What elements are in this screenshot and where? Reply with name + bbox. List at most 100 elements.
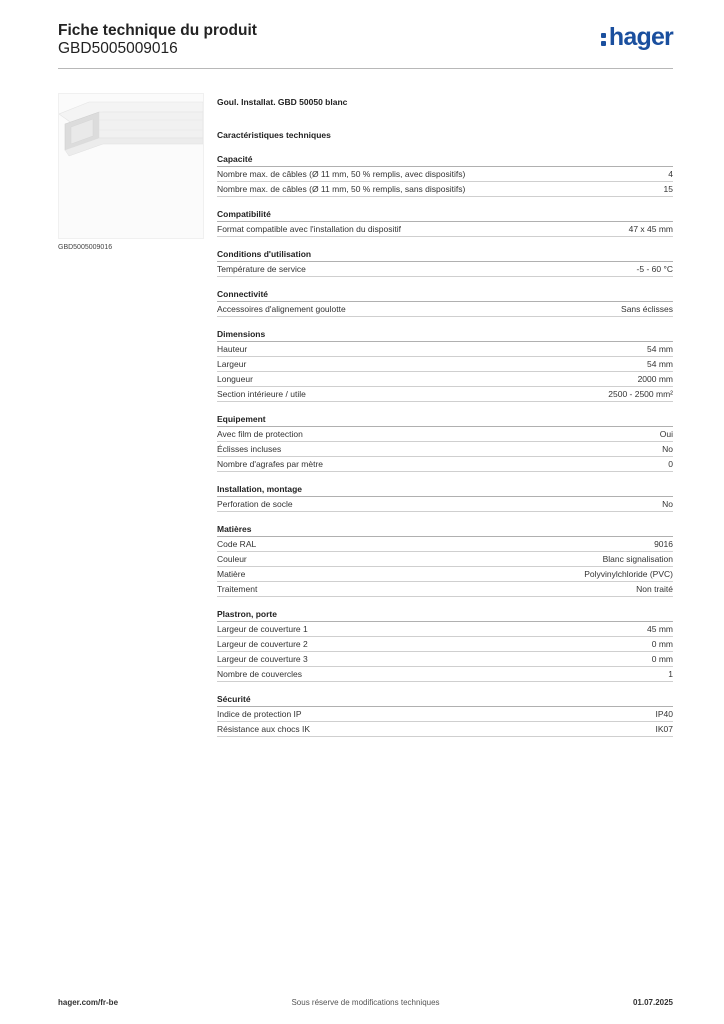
section-title: Sécurité [217, 692, 673, 707]
logo-text: hager [608, 23, 674, 51]
spec-value: 2000 mm [637, 374, 673, 384]
spec-label: Nombre max. de câbles (Ø 11 mm, 50 % rem… [217, 169, 466, 179]
spec-value: -5 - 60 °C [636, 264, 673, 274]
spec-value: IK07 [655, 724, 674, 734]
spec-label: Section intérieure / utile [217, 389, 306, 399]
logo-colon-mark [600, 26, 607, 48]
spec-label: Largeur de couverture 2 [217, 639, 308, 649]
spec-label: Avec film de protection [217, 429, 303, 439]
section-title: Capacité [217, 152, 673, 167]
spec-label: Traitement [217, 584, 258, 594]
spec-label: Nombre de couvercles [217, 669, 303, 679]
spec-label: Nombre max. de câbles (Ø 11 mm, 50 % rem… [217, 184, 466, 194]
spec-label: Matière [217, 569, 246, 579]
footer-disclaimer: Sous réserve de modifications techniques [291, 998, 440, 1007]
section-title: Installation, montage [217, 482, 673, 497]
spec-label: Éclisses incluses [217, 444, 282, 454]
spec-row: Largeur de couverture 2 0 mm [217, 637, 673, 652]
spec-row: Couleur Blanc signalisation [217, 552, 673, 567]
spec-value: 4 [668, 169, 673, 179]
spec-label: Couleur [217, 554, 247, 564]
spec-row: Hauteur 54 mm [217, 342, 673, 357]
section-title: Matières [217, 522, 673, 537]
spec-label: Largeur [217, 359, 247, 369]
section-title: Plastron, porte [217, 607, 673, 622]
spec-row: Accessoires d'alignement goulotte Sans éc… [217, 302, 673, 317]
spec-row: Traitement Non traité [217, 582, 673, 597]
spec-row: Largeur 54 mm [217, 357, 673, 372]
section-title: Equipement [217, 412, 673, 427]
spec-value: 2500 - 2500 mm² [608, 389, 673, 399]
spec-row: Nombre max. de câbles (Ø 11 mm, 50 % rem… [217, 167, 673, 182]
spec-row: Code RAL 9016 [217, 537, 673, 552]
page-title: Fiche technique du produit [58, 22, 257, 39]
spec-value: Oui [659, 429, 673, 439]
spec-row: Largeur de couverture 1 45 mm [217, 622, 673, 637]
spec-value: Polyvinylchloride (PVC) [584, 569, 673, 579]
spec-label: Perforation de socle [217, 499, 293, 509]
page-header: Fiche technique du produit GBD5005009016… [58, 20, 674, 68]
spec-row: Largeur de couverture 3 0 mm [217, 652, 673, 667]
spec-value: Non traité [636, 584, 673, 594]
spec-label: Longueur [217, 374, 253, 384]
spec-label: Température de service [217, 264, 306, 274]
spec-label: Hauteur [217, 344, 248, 354]
spec-value: 9016 [654, 539, 673, 549]
spec-label: Accessoires d'alignement goulotte [217, 304, 346, 314]
spec-row: Perforation de socle No [217, 497, 673, 512]
product-name: Goul. Installat. GBD 50050 blanc [217, 97, 348, 107]
spec-value: 0 mm [651, 639, 673, 649]
spec-value: 0 [668, 459, 673, 469]
spec-label: Largeur de couverture 1 [217, 624, 308, 634]
spec-row: Matière Polyvinylchloride (PVC) [217, 567, 673, 582]
spec-value: Blanc signalisation [602, 554, 673, 564]
section-title: Compatibilité [217, 207, 673, 222]
spec-value: 45 mm [647, 624, 673, 634]
page-footer: hager.com/fr-be Sous réserve de modifica… [58, 998, 673, 1010]
product-reference: GBD5005009016 [58, 40, 178, 57]
spec-row: Avec film de protection Oui [217, 427, 673, 442]
spec-value: Sans éclisses [621, 304, 673, 314]
hager-logo: hager [600, 23, 674, 52]
spec-value: IP40 [655, 709, 674, 719]
spec-label: Largeur de couverture 3 [217, 654, 308, 664]
spec-value: 15 [663, 184, 673, 194]
spec-label: Format compatible avec l'installation du… [217, 224, 401, 234]
spec-value: No [662, 444, 673, 454]
spec-row: Nombre max. de câbles (Ø 11 mm, 50 % rem… [217, 182, 673, 197]
spec-value: 54 mm [647, 359, 673, 369]
spec-row: Indice de protection IP IP40 [217, 707, 673, 722]
section-title: Conditions d'utilisation [217, 247, 673, 262]
spec-value: 0 mm [651, 654, 673, 664]
footer-date: 01.07.2025 [632, 998, 673, 1007]
spec-row: Nombre d'agrafes par mètre 0 [217, 457, 673, 472]
section-title: Dimensions [217, 327, 673, 342]
spec-value: 54 mm [647, 344, 673, 354]
spec-label: Code RAL [217, 539, 257, 549]
spec-label: Résistance aux chocs IK [217, 724, 311, 734]
image-caption: GBD5005009016 [58, 244, 113, 251]
footer-website: hager.com/fr-be [58, 998, 119, 1007]
spec-label: Indice de protection IP [217, 709, 302, 719]
cable-duct-illustration [59, 94, 203, 238]
spec-row: Section intérieure / utile 2500 - 2500 mm… [217, 387, 673, 402]
spec-value: No [662, 499, 673, 509]
spec-row: Format compatible avec l'installation du… [217, 222, 673, 237]
spec-row: Résistance aux chocs IK IK07 [217, 722, 673, 737]
spec-row: Longueur 2000 mm [217, 372, 673, 387]
spec-label: Nombre d'agrafes par mètre [217, 459, 324, 469]
product-image [58, 93, 204, 239]
header-divider [58, 68, 673, 69]
